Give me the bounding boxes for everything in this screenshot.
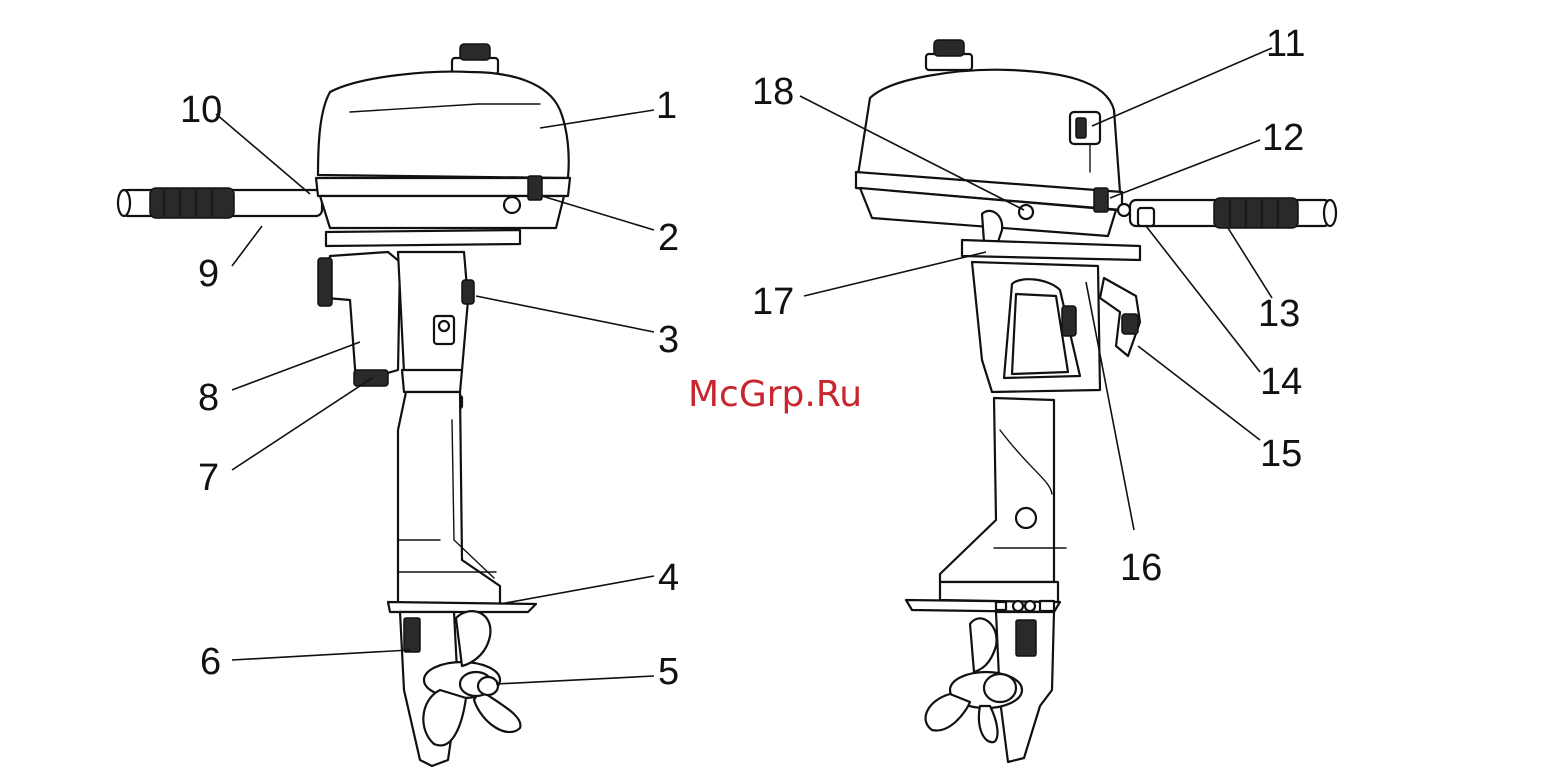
callout-5: 5 bbox=[658, 651, 679, 693]
callout-3: 3 bbox=[658, 319, 679, 361]
callout-4: 4 bbox=[658, 557, 679, 599]
callout-10: 10 bbox=[180, 89, 222, 131]
left-fuel-cap bbox=[450, 43, 500, 76]
left-top-cowling bbox=[316, 70, 570, 180]
callout-13: 13 bbox=[1258, 293, 1300, 335]
leader-2 bbox=[541, 195, 655, 231]
callout-12: 12 bbox=[1262, 117, 1304, 159]
leader-4 bbox=[499, 575, 655, 605]
callout-8: 8 bbox=[198, 377, 219, 419]
callout-7: 7 bbox=[198, 457, 219, 499]
right-fuel-cap bbox=[924, 39, 974, 72]
leader-5 bbox=[495, 675, 655, 685]
callout-16: 16 bbox=[1120, 547, 1162, 589]
left-propeller bbox=[422, 610, 522, 747]
left-cowling-band bbox=[314, 176, 572, 198]
watermark: McGrp.Ru bbox=[688, 374, 862, 415]
callout-18: 18 bbox=[752, 71, 794, 113]
right-tiller-handle bbox=[1128, 197, 1338, 229]
callout-17: 17 bbox=[752, 281, 794, 323]
callout-14: 14 bbox=[1260, 361, 1302, 403]
leader-17 bbox=[803, 251, 987, 297]
left-tiller-handle bbox=[116, 187, 324, 219]
leader-9 bbox=[231, 225, 263, 267]
leader-14 bbox=[1145, 225, 1261, 373]
callout-15: 15 bbox=[1260, 433, 1302, 475]
callout-numbers: 1 2 3 4 5 6 7 8 9 10 11 12 13 14 15 16 1… bbox=[180, 23, 1305, 693]
right-gearcase bbox=[994, 610, 1056, 764]
left-clamp-bracket bbox=[324, 250, 402, 384]
leader-13 bbox=[1227, 227, 1273, 299]
left-cavitation-plate bbox=[386, 600, 538, 614]
right-motor bbox=[854, 39, 1338, 764]
leader-12 bbox=[1109, 139, 1261, 199]
callout-9: 9 bbox=[198, 253, 219, 295]
left-drive-shaft-housing bbox=[396, 390, 502, 606]
leader-10 bbox=[215, 113, 311, 195]
leader-11 bbox=[1091, 47, 1273, 127]
right-propeller bbox=[924, 617, 1024, 744]
right-drive-shaft-housing bbox=[938, 396, 1056, 584]
leader-18 bbox=[799, 95, 1025, 211]
callout-6: 6 bbox=[200, 641, 221, 683]
callout-1: 1 bbox=[656, 85, 677, 127]
right-top-cowling bbox=[856, 68, 1122, 194]
leader-7 bbox=[231, 377, 373, 471]
leader-15 bbox=[1137, 345, 1261, 441]
callout-11: 11 bbox=[1266, 23, 1305, 65]
leader-3 bbox=[475, 295, 655, 333]
leader-1 bbox=[539, 109, 655, 129]
leader-6 bbox=[231, 649, 411, 661]
callout-2: 2 bbox=[658, 217, 679, 259]
leader-16 bbox=[1085, 281, 1135, 531]
left-motor bbox=[116, 43, 572, 768]
leader-8 bbox=[231, 341, 361, 391]
left-midsection bbox=[396, 250, 470, 374]
leader-lines bbox=[215, 47, 1273, 685]
